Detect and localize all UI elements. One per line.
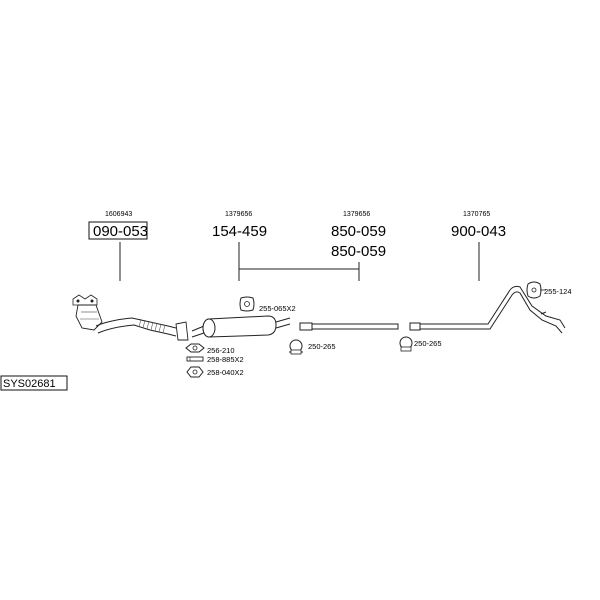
part-box-1	[88, 221, 148, 240]
rubber-hanger-icon[interactable]	[526, 281, 546, 299]
bolt-label: 258-885X2	[207, 355, 244, 364]
intermediate-pipe[interactable]	[299, 322, 399, 331]
rear-pipe[interactable]	[409, 285, 566, 334]
oe-number-3: 1379656	[343, 211, 370, 218]
clamp-label-2: 250-265	[414, 339, 442, 348]
gasket-icon[interactable]	[239, 296, 255, 312]
flange-gasket-icon[interactable]	[185, 343, 205, 353]
part-number-4[interactable]: 900-043	[451, 223, 506, 240]
clamp-label-1: 250-265	[308, 342, 336, 351]
part-number-3-extra[interactable]: 850-059	[331, 243, 386, 260]
part-number-1[interactable]: 090-053	[93, 223, 148, 240]
system-code: SYS02681	[3, 378, 56, 390]
gasket-label: 255-065X2	[259, 304, 296, 313]
oe-number-2: 1379656	[225, 211, 252, 218]
system-code-box	[0, 375, 68, 391]
part-number-2[interactable]: 154-459	[212, 223, 267, 240]
flange-gasket-label: 256-210	[207, 346, 235, 355]
nut-label: 258-040X2	[207, 368, 244, 377]
oe-number-1: 1606943	[105, 211, 132, 218]
catalytic-converter-front-pipe[interactable]	[72, 294, 189, 341]
part-number-3[interactable]: 850-059	[331, 223, 386, 240]
clamp-icon-1[interactable]	[289, 339, 303, 355]
oe-number-4: 1370765	[463, 211, 490, 218]
clamp-icon-2[interactable]	[399, 336, 413, 352]
bolt-icon[interactable]	[186, 356, 204, 362]
middle-silencer[interactable]	[191, 315, 291, 338]
nut-icon[interactable]	[186, 366, 204, 378]
hanger-label: 255-124	[544, 287, 572, 296]
